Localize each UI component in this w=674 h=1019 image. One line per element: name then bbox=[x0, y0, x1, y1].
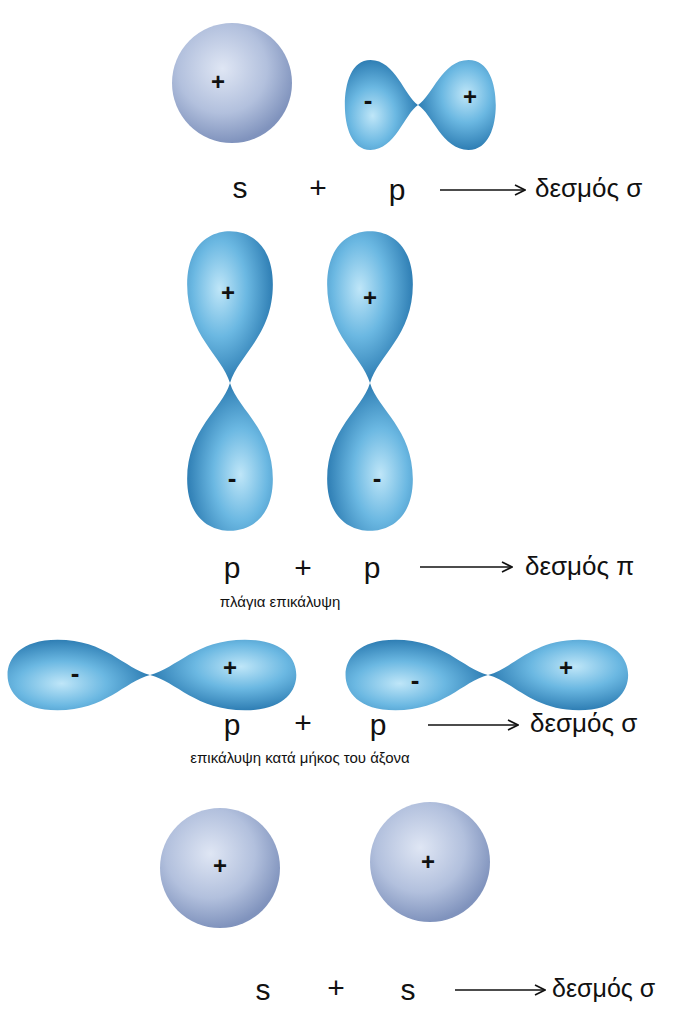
plus-sign: + bbox=[294, 553, 312, 583]
p-orbital bbox=[327, 231, 413, 531]
p-orbital bbox=[8, 640, 297, 711]
s-orbital bbox=[370, 802, 490, 922]
orbital-name: p bbox=[370, 710, 387, 740]
reaction-arrow bbox=[455, 989, 545, 991]
p-orbital bbox=[346, 640, 629, 711]
s-orbital bbox=[160, 808, 280, 928]
orbital-name: s bbox=[256, 975, 271, 1005]
orbital-sign: - bbox=[364, 87, 373, 113]
orbital-name: p bbox=[224, 553, 241, 583]
orbital-sign: + bbox=[559, 656, 573, 680]
overlap-note: πλάγια επικάλυψη bbox=[220, 594, 341, 609]
orbital-name: p bbox=[364, 553, 381, 583]
bond-type: δεσμός σ bbox=[535, 175, 642, 201]
plus-sign: + bbox=[327, 973, 345, 1003]
orbital-sign: - bbox=[71, 660, 80, 686]
p-orbital bbox=[187, 231, 273, 531]
orbital-sign: + bbox=[221, 281, 235, 305]
orbital-name: p bbox=[389, 175, 406, 205]
plus-sign: + bbox=[309, 173, 327, 203]
s-orbital bbox=[172, 23, 292, 143]
orbital-sign: - bbox=[228, 465, 237, 491]
orbital-name: s bbox=[233, 173, 248, 203]
orbital-sign: + bbox=[211, 70, 225, 94]
orbital-sign: + bbox=[213, 854, 227, 878]
reaction-arrow bbox=[440, 189, 525, 191]
orbital-sign: + bbox=[421, 850, 435, 874]
overlap-note: επικάλυψη κατά μήκος του άξονα bbox=[190, 750, 409, 765]
orbital-sign: + bbox=[363, 286, 377, 310]
bond-type: δεσμός σ bbox=[552, 976, 655, 1001]
reaction-arrow bbox=[428, 724, 518, 726]
orbital-sign: - bbox=[373, 465, 382, 491]
p-orbital bbox=[345, 60, 496, 150]
orbital-name: s bbox=[401, 975, 416, 1005]
bond-type: δεσμός π bbox=[525, 553, 634, 579]
plus-sign: + bbox=[294, 708, 312, 738]
orbital-sign: + bbox=[223, 656, 237, 680]
bond-type: δεσμός σ bbox=[530, 710, 637, 736]
orbital-sign: + bbox=[463, 85, 477, 109]
orbital-name: p bbox=[224, 710, 241, 740]
reaction-arrow bbox=[420, 566, 512, 568]
orbital-sign: - bbox=[411, 667, 420, 693]
